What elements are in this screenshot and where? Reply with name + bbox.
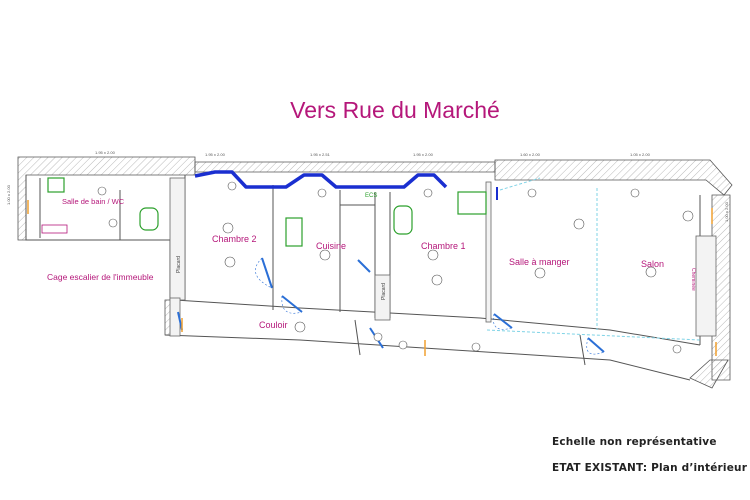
door-arcs bbox=[255, 257, 605, 355]
room-label-cuisine: Cuisine bbox=[316, 241, 346, 251]
room-label-couloir: Couloir bbox=[259, 320, 288, 330]
room-label-salle-a-manger: Salle à manger bbox=[509, 257, 570, 267]
toilet-icon bbox=[139, 207, 159, 231]
exterior-walls bbox=[17, 156, 733, 389]
tub-icon bbox=[41, 224, 68, 234]
dimension-labels: 1.95 x 2.00 1.95 x 2.00 1.95 x 2.51 1.95… bbox=[6, 150, 729, 222]
dashed-partitions bbox=[486, 177, 701, 341]
room-labels: Salle de bain / WC Chambre 2 Cuisine Cha… bbox=[47, 197, 664, 330]
measurement-markers bbox=[97, 181, 694, 354]
door-frames bbox=[27, 200, 717, 356]
cheminee-label: Cheminée bbox=[690, 268, 696, 291]
plan-title: Vers Rue du Marché bbox=[290, 97, 500, 123]
placard-label-2: Placard bbox=[381, 283, 387, 300]
ecs-label: ECS bbox=[365, 193, 377, 199]
dimension-4: 1.95 x 2.00 bbox=[413, 152, 434, 157]
shower-icon bbox=[457, 191, 487, 215]
fixture-labels: ECS Placard Placard Cheminée bbox=[176, 193, 696, 300]
dimension-5: 1.60 x 2.00 bbox=[520, 152, 541, 157]
dimension-7: 1.00 x 2.00 bbox=[6, 184, 11, 205]
state-note: ETAT EXISTANT: Plan d’intérieur bbox=[552, 462, 748, 474]
room-label-salon: Salon bbox=[641, 259, 664, 269]
dimension-6: 1.05 x 2.00 bbox=[630, 152, 651, 157]
room-label-chambre2: Chambre 2 bbox=[212, 234, 257, 244]
windows-rue bbox=[194, 170, 448, 189]
dimension-1: 1.95 x 2.00 bbox=[95, 150, 116, 155]
kitchen-unit-icon bbox=[285, 217, 303, 247]
scale-note: Echelle non représentative bbox=[552, 436, 717, 448]
sink-icon bbox=[47, 177, 65, 193]
dimension-8: 1.00 x 2.00 bbox=[724, 201, 729, 222]
sanitary-fixtures bbox=[41, 177, 487, 247]
dimension-2: 1.95 x 2.00 bbox=[205, 152, 226, 157]
interior-walls bbox=[169, 177, 717, 337]
room-label-chambre1: Chambre 1 bbox=[421, 241, 466, 251]
room-label-sdb: Salle de bain / WC bbox=[62, 197, 125, 206]
dimension-3: 1.95 x 2.51 bbox=[310, 152, 331, 157]
room-label-cage: Cage escalier de l'immeuble bbox=[47, 272, 154, 282]
placard-label-1: Placard bbox=[176, 256, 182, 273]
washbasin-icon bbox=[393, 205, 413, 235]
